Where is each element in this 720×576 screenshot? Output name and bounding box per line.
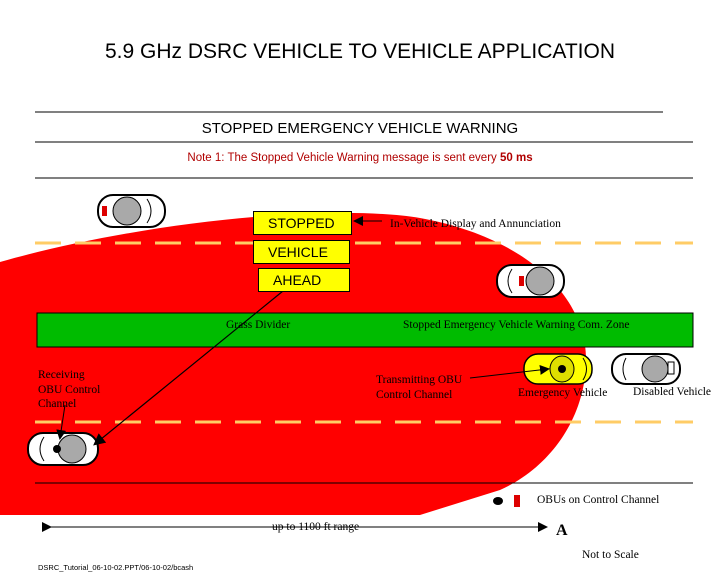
note-text: Note 1: The Stopped Vehicle Warning mess… — [0, 152, 720, 164]
note-value: 50 — [499, 152, 513, 164]
legend-label: OBUs on Control Channel — [537, 494, 660, 506]
note-prefix: Note 1: The Stopped Vehicle Warning mess… — [187, 152, 500, 164]
display-stopped: STOPPED — [253, 211, 352, 235]
obu-marker — [53, 445, 61, 453]
display-ahead: AHEAD — [258, 268, 350, 292]
page-title: 5.9 GHz DSRC VEHICLE TO VEHICLE APPLICAT… — [105, 40, 615, 63]
emergency-vehicle — [523, 353, 593, 385]
disabled-vehicle-label: Disabled Vehicle — [633, 386, 712, 398]
receiving-label-line: OBU Control — [38, 383, 101, 396]
scale-label: Not to Scale — [582, 549, 639, 561]
receiving-pointer — [56, 404, 67, 440]
display-vehicle: VEHICLE — [253, 240, 350, 264]
disabled-vehicle — [611, 353, 681, 385]
receiving-label: Receiving OBU Control Channel — [38, 368, 100, 412]
diagram-subtitle: STOPPED EMERGENCY VEHICLE WARNING — [201, 120, 519, 137]
transmitting-pointer — [469, 364, 550, 379]
transmitting-label: Transmitting OBU Control Channel — [376, 373, 462, 402]
grass-divider — [36, 312, 694, 348]
legend-obu-square — [514, 495, 520, 507]
vehicle-right-upper — [496, 264, 565, 298]
grass-divider-label: Grass Divider — [226, 319, 291, 331]
vehicle-top-left — [97, 194, 166, 228]
communication-zone — [0, 212, 587, 515]
obu-marker — [558, 365, 566, 373]
display-label: In-Vehicle Display and Annunciation — [390, 218, 561, 230]
range-label: up to 1100 ft range — [272, 521, 360, 533]
obu-marker — [519, 276, 524, 286]
receiving-label-line: Channel — [38, 398, 77, 410]
vehicle-receiving — [27, 432, 99, 466]
transmitting-label-line: Transmitting OBU — [376, 374, 463, 386]
com-zone-label: Stopped Emergency Vehicle Warning Com. Z… — [403, 319, 630, 331]
north-arrow-letter: A — [556, 522, 568, 539]
obu-marker — [102, 206, 107, 216]
footer-source: DSRC_Tutorial_06-10-02.PPT/06-10-02/bcas… — [38, 563, 194, 572]
transmitting-label-line: Control Channel — [376, 388, 453, 401]
legend-obu-dot — [493, 497, 503, 505]
note-unit: ms — [512, 152, 533, 164]
receiving-label-line: Receiving — [38, 369, 85, 381]
pointer-arrow — [93, 290, 284, 446]
emergency-vehicle-label: Emergency Vehicle — [518, 387, 608, 399]
